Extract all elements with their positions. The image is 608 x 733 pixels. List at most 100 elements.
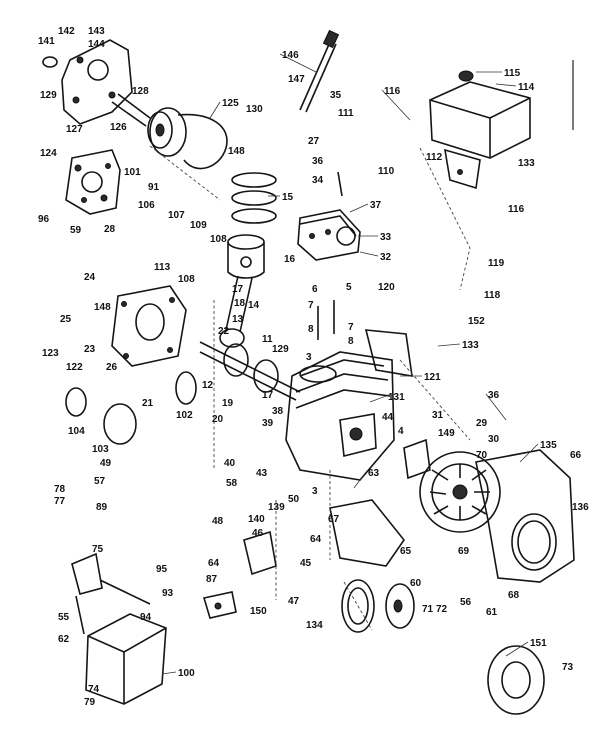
part-label-63: 63 [368,468,380,479]
part-label-77: 77 [54,496,66,507]
exhaust-bracket [364,329,413,377]
part-label-3a: 3 [306,352,312,363]
part-label-129a: 129 [40,90,57,101]
part-label-113: 113 [154,262,171,273]
part-label-108a: 108 [210,234,227,245]
breather-housing [65,371,197,445]
part-label-104: 104 [68,426,85,437]
part-label-64a: 64 [208,558,220,569]
part-label-46: 46 [252,528,264,539]
part-label-116a: 116 [384,86,401,97]
part-label-115: 115 [504,68,521,79]
part-label-36a: 36 [312,156,324,167]
part-label-20: 20 [212,414,224,425]
cylinder-head [297,209,361,261]
part-label-7a: 7 [308,300,314,311]
part-label-56: 56 [460,597,472,608]
part-label-134: 134 [306,620,323,631]
part-label-25: 25 [60,314,72,325]
leader-line-63 [353,471,367,489]
starter-cup [385,583,415,629]
part-label-118: 118 [484,290,501,301]
part-label-8a: 8 [308,324,314,335]
piston [227,234,265,279]
crankshaft [199,341,301,401]
part-label-91: 91 [148,182,160,193]
part-label-38: 38 [272,406,284,417]
part-label-48: 48 [212,516,224,527]
part-label-50: 50 [288,494,300,505]
part-label-148a: 148 [228,146,245,157]
part-label-139: 139 [268,502,285,513]
engine-block [285,351,395,481]
part-label-13: 13 [232,314,244,325]
part-label-89: 89 [96,502,108,513]
part-label-96: 96 [38,214,50,225]
part-label-119: 119 [488,258,505,269]
part-label-7b: 7 [348,322,354,333]
part-label-65: 65 [400,546,412,557]
part-label-40: 40 [224,458,236,469]
part-label-29: 29 [476,418,488,429]
part-label-44: 44 [382,412,394,423]
part-label-14: 14 [248,300,260,311]
part-label-109: 109 [190,220,207,231]
ignition-coil [403,438,431,480]
part-label-6: 6 [312,284,318,295]
part-label-72: 72 [436,604,448,615]
part-label-59: 59 [70,225,82,236]
part-label-120: 120 [378,282,395,293]
part-label-45: 45 [300,558,312,569]
part-label-123: 123 [42,348,59,359]
part-label-74: 74 [88,684,100,695]
part-label-114: 114 [518,82,535,93]
part-label-146: 146 [282,50,299,61]
part-label-149: 149 [438,428,455,439]
leader-line-135 [519,443,539,463]
recoil-starter [487,645,545,715]
carburetor [65,149,121,215]
control-bracket [71,552,151,635]
part-label-11: 11 [262,334,273,345]
part-label-143: 143 [88,26,105,37]
part-label-71: 71 [422,604,434,615]
air-shroud [329,499,405,567]
valve-springs [317,171,343,340]
part-label-43: 43 [256,468,268,479]
part-label-152: 152 [468,316,485,327]
part-label-151: 151 [530,638,547,649]
part-label-60: 60 [410,578,422,589]
part-label-94: 94 [140,612,152,623]
part-label-34: 34 [312,175,324,186]
leader-line-36b [485,393,507,421]
part-label-106: 106 [138,200,155,211]
part-label-49: 49 [100,458,112,469]
part-label-47: 47 [288,596,300,607]
leader-line-37 [349,203,369,213]
part-label-35: 35 [330,90,342,101]
part-label-136: 136 [572,502,589,513]
part-label-21: 21 [142,398,154,409]
part-label-107: 107 [168,210,185,221]
part-label-103: 103 [92,444,109,455]
part-label-3b: 3 [312,486,318,497]
part-label-112: 112 [426,152,443,163]
leader-line-146 [279,53,317,73]
piston-rings [231,172,277,224]
part-label-17a: 17 [232,284,244,295]
part-label-8b: 8 [348,336,354,347]
part-label-140: 140 [248,514,265,525]
part-label-36b: 36 [488,390,500,401]
part-label-78: 78 [54,484,66,495]
part-label-37: 37 [370,200,382,211]
dipstick [299,29,340,113]
part-label-27: 27 [308,136,320,147]
part-label-61: 61 [486,607,498,618]
part-label-111: 111 [338,108,354,119]
air-cleaner-box [85,613,167,705]
leader-line-114 [495,83,517,87]
part-label-116b: 116 [508,204,525,215]
part-label-101: 101 [124,167,141,178]
part-label-148b: 148 [94,302,111,313]
leader-line-133b [437,343,461,347]
